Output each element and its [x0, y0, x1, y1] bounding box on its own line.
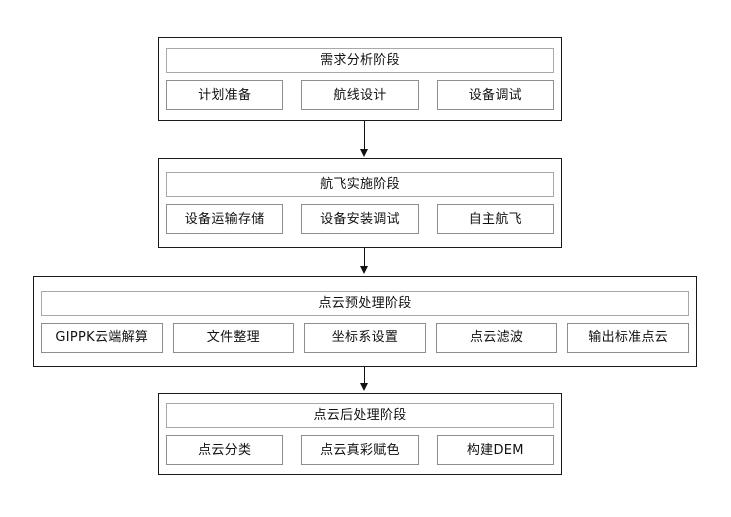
stage-3-item-4[interactable]: 点云滤波: [435, 322, 558, 353]
stage-4-item-3[interactable]: 构建DEM: [436, 435, 554, 465]
stage-3-item-3[interactable]: 坐标系设置: [304, 322, 426, 353]
stage-2-items: 设备运输存储 设备安装调试 自主航飞: [166, 204, 554, 234]
stage-1-item-2[interactable]: 航线设计: [301, 80, 419, 110]
spacer: [419, 435, 437, 465]
stage-3-header: 点云预处理阶段: [41, 290, 689, 316]
stage-2-item-3[interactable]: 自主航飞: [436, 204, 554, 234]
stage-2-item-1[interactable]: 设备运输存储: [166, 204, 284, 234]
stage-block-1[interactable]: 需求分析阶段 计划准备 航线设计 设备调试: [158, 37, 562, 121]
connector-line-3-4: [364, 367, 366, 385]
stage-3-item-2[interactable]: 文件整理: [172, 322, 295, 353]
connector-line-1-2: [364, 121, 366, 151]
connector-line-2-3: [364, 248, 366, 268]
spacer: [283, 80, 301, 110]
connector-arrowhead-3-4: [360, 383, 368, 391]
spacer: [419, 204, 437, 234]
spacer: [294, 323, 304, 353]
stage-2-header: 航飞实施阶段: [166, 172, 554, 197]
spacer: [163, 323, 173, 353]
spacer: [557, 323, 567, 353]
connector-arrowhead-2-3: [360, 266, 368, 274]
stage-3-item-5[interactable]: 输出标准点云: [567, 322, 689, 353]
stage-1-item-1[interactable]: 计划准备: [166, 80, 284, 110]
connector-arrowhead-1-2: [360, 149, 368, 157]
stage-1-item-3[interactable]: 设备调试: [436, 80, 554, 110]
spacer: [283, 435, 301, 465]
stage-3-item-1[interactable]: GIPPK云端解算: [41, 322, 163, 353]
stage-4-items: 点云分类 点云真彩赋色 构建DEM: [166, 435, 554, 465]
stage-4-item-1[interactable]: 点云分类: [166, 435, 284, 465]
stage-4-item-2[interactable]: 点云真彩赋色: [301, 435, 419, 465]
stage-1-header: 需求分析阶段: [166, 48, 554, 73]
spacer: [419, 80, 437, 110]
stage-2-item-2[interactable]: 设备安装调试: [301, 204, 419, 234]
stage-block-3[interactable]: 点云预处理阶段 GIPPK云端解算 文件整理 坐标系设置 点云滤波 输出标准点云: [33, 276, 697, 367]
stage-block-2[interactable]: 航飞实施阶段 设备运输存储 设备安装调试 自主航飞: [158, 158, 562, 248]
spacer: [283, 204, 301, 234]
spacer: [426, 323, 436, 353]
stage-1-items: 计划准备 航线设计 设备调试: [166, 80, 554, 110]
stage-3-items: GIPPK云端解算 文件整理 坐标系设置 点云滤波 输出标准点云: [41, 322, 689, 353]
stage-block-4[interactable]: 点云后处理阶段 点云分类 点云真彩赋色 构建DEM: [158, 393, 562, 475]
stage-4-header: 点云后处理阶段: [166, 403, 554, 428]
